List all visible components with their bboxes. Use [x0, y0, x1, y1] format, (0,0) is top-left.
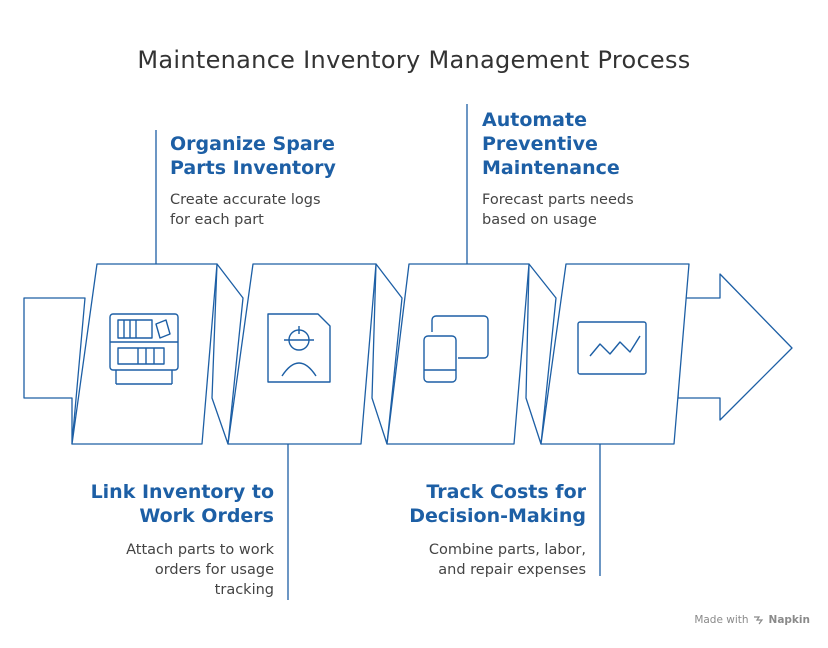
trend-chart-icon	[577, 321, 647, 375]
step-3-heading: Automate Preventive Maintenance	[482, 109, 620, 179]
step-1-heading: Organize Spare Parts Inventory	[170, 133, 336, 179]
worker-document-icon	[267, 313, 331, 383]
step-2-description: Attach parts to work orders for usage tr…	[126, 542, 274, 598]
step-2-heading: Link Inventory to Work Orders	[90, 481, 274, 527]
step-3-description: Forecast parts needs based on usage	[482, 192, 634, 228]
band-tail	[23, 297, 86, 445]
step-4-description: Combine parts, labor, and repair expense…	[428, 542, 586, 578]
panel-1	[71, 263, 218, 445]
napkin-logo-icon	[753, 616, 763, 625]
watermark-prefix: Made with	[694, 614, 749, 626]
arrow-head	[677, 273, 793, 421]
diagram-title: Maintenance Inventory Management Process	[137, 46, 691, 74]
watermark: Made with Napkin	[694, 614, 810, 626]
watermark-brand: Napkin	[768, 614, 810, 626]
step-1-description: Create accurate logs for each part	[170, 192, 321, 228]
step-4-heading: Track Costs for Decision-Making	[409, 481, 586, 527]
panel-2	[227, 263, 377, 445]
shelf-inventory-icon	[109, 313, 179, 385]
panel-3	[386, 263, 530, 445]
panel-4	[540, 263, 690, 445]
connected-devices-icon	[423, 315, 489, 383]
